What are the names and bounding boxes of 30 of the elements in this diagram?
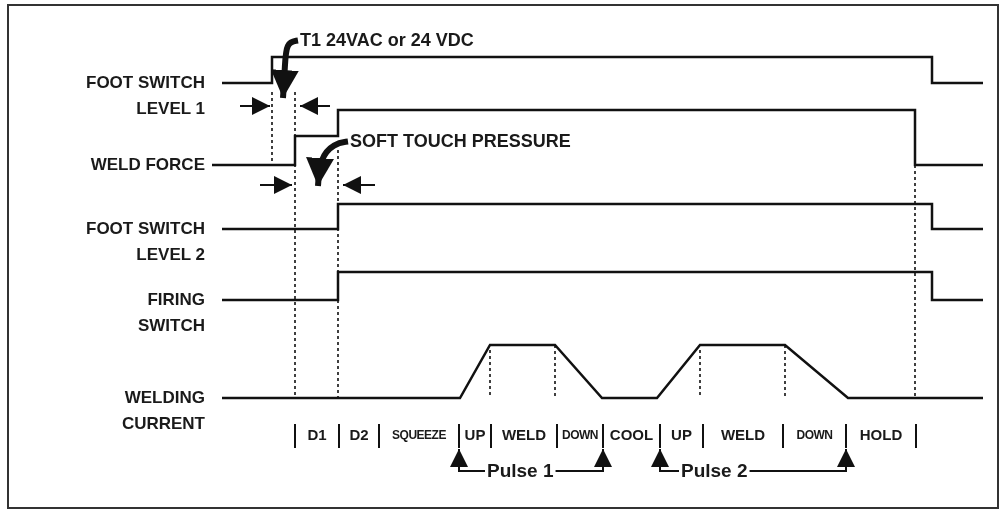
curved-arrow [306,138,349,187]
phase-label: UP [670,427,693,443]
separator-bar [602,424,604,448]
phase-label: DOWN [561,427,599,443]
separator-bar [659,424,661,448]
phase-label: D2 [348,427,370,443]
bracket-arrow [651,448,680,472]
phase-label: D1 [306,427,328,443]
signal-name: FOOT SWITCH LEVEL 2 [85,218,205,266]
phase-label: COOL [608,427,655,443]
signal-name: WELD FORCE [89,154,205,176]
phase-label: HOLD [858,427,904,443]
phase-label: UP [463,427,487,443]
pulse-label: Pulse 1 [487,460,554,482]
curved-arrow [270,37,299,99]
separator-bar [845,424,847,448]
phase-label: DOWN [795,427,834,443]
phase-label: SQUEEZE [391,427,447,443]
bracket-arrow [554,448,612,472]
pulse-label: Pulse 2 [681,460,748,482]
phase-label: WELD [719,427,767,443]
bracket-arrow [450,448,486,472]
signal-name: WELDING CURRENT [120,387,205,435]
signal-name: FOOT SWITCH LEVEL 1 [85,72,205,120]
signal-name: FIRING SWITCH [136,289,205,337]
callout-text: SOFT TOUCH PRESSURE [350,131,571,152]
bracket-arrow [748,448,855,472]
callout-text: T1 24VAC or 24 VDC [300,30,474,51]
separator-bar [458,424,460,448]
phase-label: WELD [500,427,548,443]
